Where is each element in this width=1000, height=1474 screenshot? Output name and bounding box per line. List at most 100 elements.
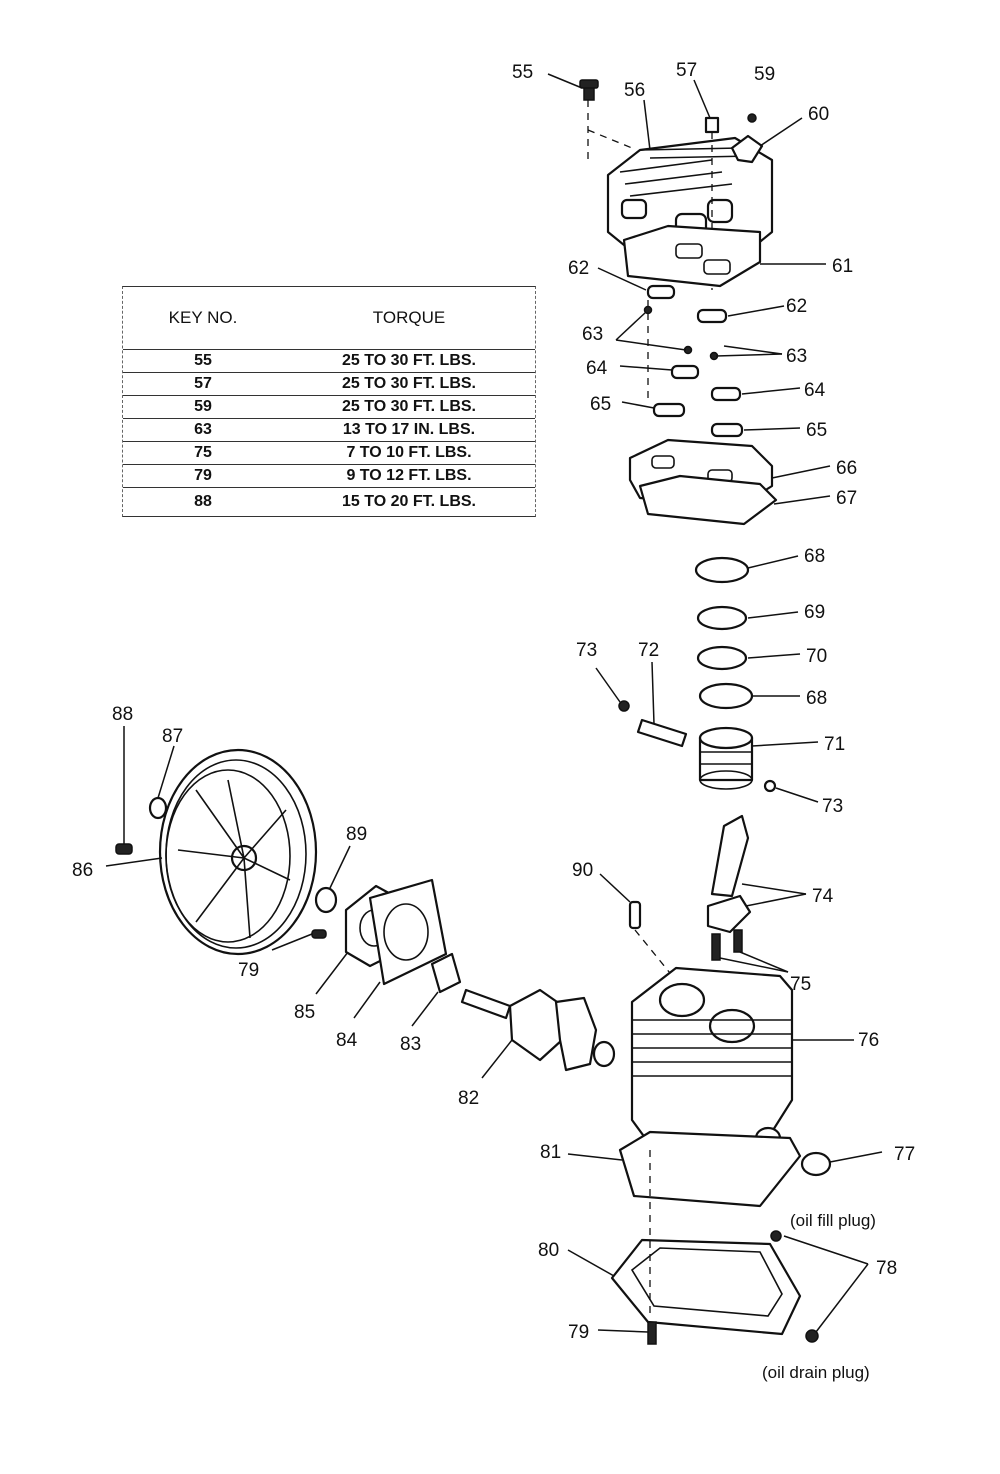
callout-85: 85 <box>294 1002 315 1023</box>
table-row: 57 25 TO 30 FT. LBS. <box>123 373 535 396</box>
reed-65-right <box>710 422 744 438</box>
key-cell: 79 <box>194 467 212 484</box>
crankcase-76 <box>630 966 794 1156</box>
callout-63-left: 63 <box>582 324 603 345</box>
valve-plate-62-right <box>696 308 728 324</box>
cylinder-head-part <box>587 100 774 260</box>
callout-65-left: 65 <box>590 394 611 415</box>
callout-62-right: 62 <box>786 296 807 317</box>
torque-table-header: KEY NO. TORQUE <box>123 287 535 350</box>
callout-56: 56 <box>624 80 645 101</box>
callout-59: 59 <box>754 64 775 85</box>
key-cell: 55 <box>194 352 212 369</box>
key-cell: 63 <box>194 421 212 438</box>
torque-cell: 15 TO 20 FT. LBS. <box>342 493 476 510</box>
reed-64-left <box>670 364 700 380</box>
callout-66: 66 <box>836 458 857 479</box>
callout-69: 69 <box>804 602 825 623</box>
reed-65-left <box>652 402 686 418</box>
key-cell: 75 <box>194 444 212 461</box>
rod-bolts-75 <box>711 929 743 961</box>
callout-74: 74 <box>812 886 834 907</box>
callout-84: 84 <box>336 1030 358 1051</box>
callout-90: 90 <box>572 860 593 881</box>
callout-76: 76 <box>858 1030 879 1051</box>
torque-cell: 7 TO 10 FT. LBS. <box>346 444 472 461</box>
callout-68-top: 68 <box>804 546 825 567</box>
key-cell: 57 <box>194 375 212 392</box>
torque-cell: 13 TO 17 IN. LBS. <box>342 421 476 438</box>
washer-87 <box>148 796 168 820</box>
key-cell: 88 <box>194 493 212 510</box>
piston-71 <box>698 726 754 790</box>
table-row: 55 25 TO 30 FT. LBS. <box>123 350 535 373</box>
flywheel-86 <box>158 748 318 956</box>
torque-cell: 25 TO 30 FT. LBS. <box>342 352 476 369</box>
oil-drain-plug-note: (oil drain plug) <box>762 1363 870 1382</box>
gasket-81 <box>618 1130 802 1208</box>
pin-90 <box>628 900 701 1011</box>
plug-59 <box>747 113 757 123</box>
gasket-84 <box>368 878 448 986</box>
header-torque: TORQUE <box>372 308 446 327</box>
clip-73-left <box>618 700 630 712</box>
gasket-67 <box>638 474 778 526</box>
clip-73-right <box>763 779 777 793</box>
ring-69 <box>696 605 748 631</box>
ring-70 <box>696 645 748 671</box>
callout-89: 89 <box>346 824 367 845</box>
reed-64-right <box>710 386 742 402</box>
crankshaft-82 <box>460 988 616 1072</box>
callout-64-left: 64 <box>586 358 608 379</box>
callout-75: 75 <box>790 974 811 995</box>
callout-79-bottom: 79 <box>568 1322 589 1343</box>
callout-64-right: 64 <box>804 380 826 401</box>
plug-78-drain <box>805 1329 819 1343</box>
callout-68-bottom: 68 <box>806 688 827 709</box>
leader-lines <box>105 73 883 1333</box>
callout-55: 55 <box>512 62 533 83</box>
table-row: 63 13 TO 17 IN. LBS. <box>123 419 535 442</box>
callout-78: 78 <box>876 1258 897 1279</box>
bearing-83 <box>430 952 462 994</box>
key-cell: 59 <box>194 398 212 415</box>
table-row: 59 25 TO 30 FT. LBS. <box>123 396 535 419</box>
callout-83: 83 <box>400 1034 421 1055</box>
callout-82: 82 <box>458 1088 479 1109</box>
callout-73-right: 73 <box>822 796 843 817</box>
bearing-89 <box>314 886 338 914</box>
callout-72: 72 <box>638 640 659 661</box>
bolt-88 <box>115 843 133 855</box>
ring-68-top <box>694 556 750 584</box>
bolt-79-left <box>311 929 327 939</box>
valve-plate-62-left <box>646 284 676 300</box>
gasket-61 <box>622 224 762 288</box>
ring-68-bottom <box>698 682 754 710</box>
callout-62-left: 62 <box>568 258 589 279</box>
table-row: 88 15 TO 20 FT. LBS. <box>123 488 535 516</box>
callout-88: 88 <box>112 704 133 725</box>
head-bolt-55 <box>579 79 599 101</box>
fitting-60 <box>730 134 764 164</box>
callout-86: 86 <box>72 860 93 881</box>
callout-65-right: 65 <box>806 420 827 441</box>
table-row: 79 9 TO 12 FT. LBS. <box>123 465 535 488</box>
torque-cell: 25 TO 30 FT. LBS. <box>342 398 476 415</box>
oil-fill-plug-note: (oil fill plug) <box>790 1211 876 1230</box>
callout-70: 70 <box>806 646 827 667</box>
callout-77: 77 <box>894 1144 915 1165</box>
callout-71: 71 <box>824 734 845 755</box>
callout-61: 61 <box>832 256 853 277</box>
table-row: 75 7 TO 10 FT. LBS. <box>123 442 535 465</box>
header-key-no: KEY NO. <box>168 308 238 327</box>
callout-57: 57 <box>676 60 697 81</box>
callout-60: 60 <box>808 104 829 125</box>
callout-87: 87 <box>162 726 183 747</box>
torque-table: KEY NO. TORQUE 55 25 TO 30 FT. LBS. 57 2… <box>122 286 536 517</box>
plug-77 <box>800 1151 832 1177</box>
wrist-pin-72 <box>636 718 688 748</box>
callout-80: 80 <box>538 1240 559 1261</box>
bolt-79-bottom <box>647 1321 657 1345</box>
connecting-rod-74 <box>706 814 752 934</box>
callout-73-left: 73 <box>576 640 597 661</box>
